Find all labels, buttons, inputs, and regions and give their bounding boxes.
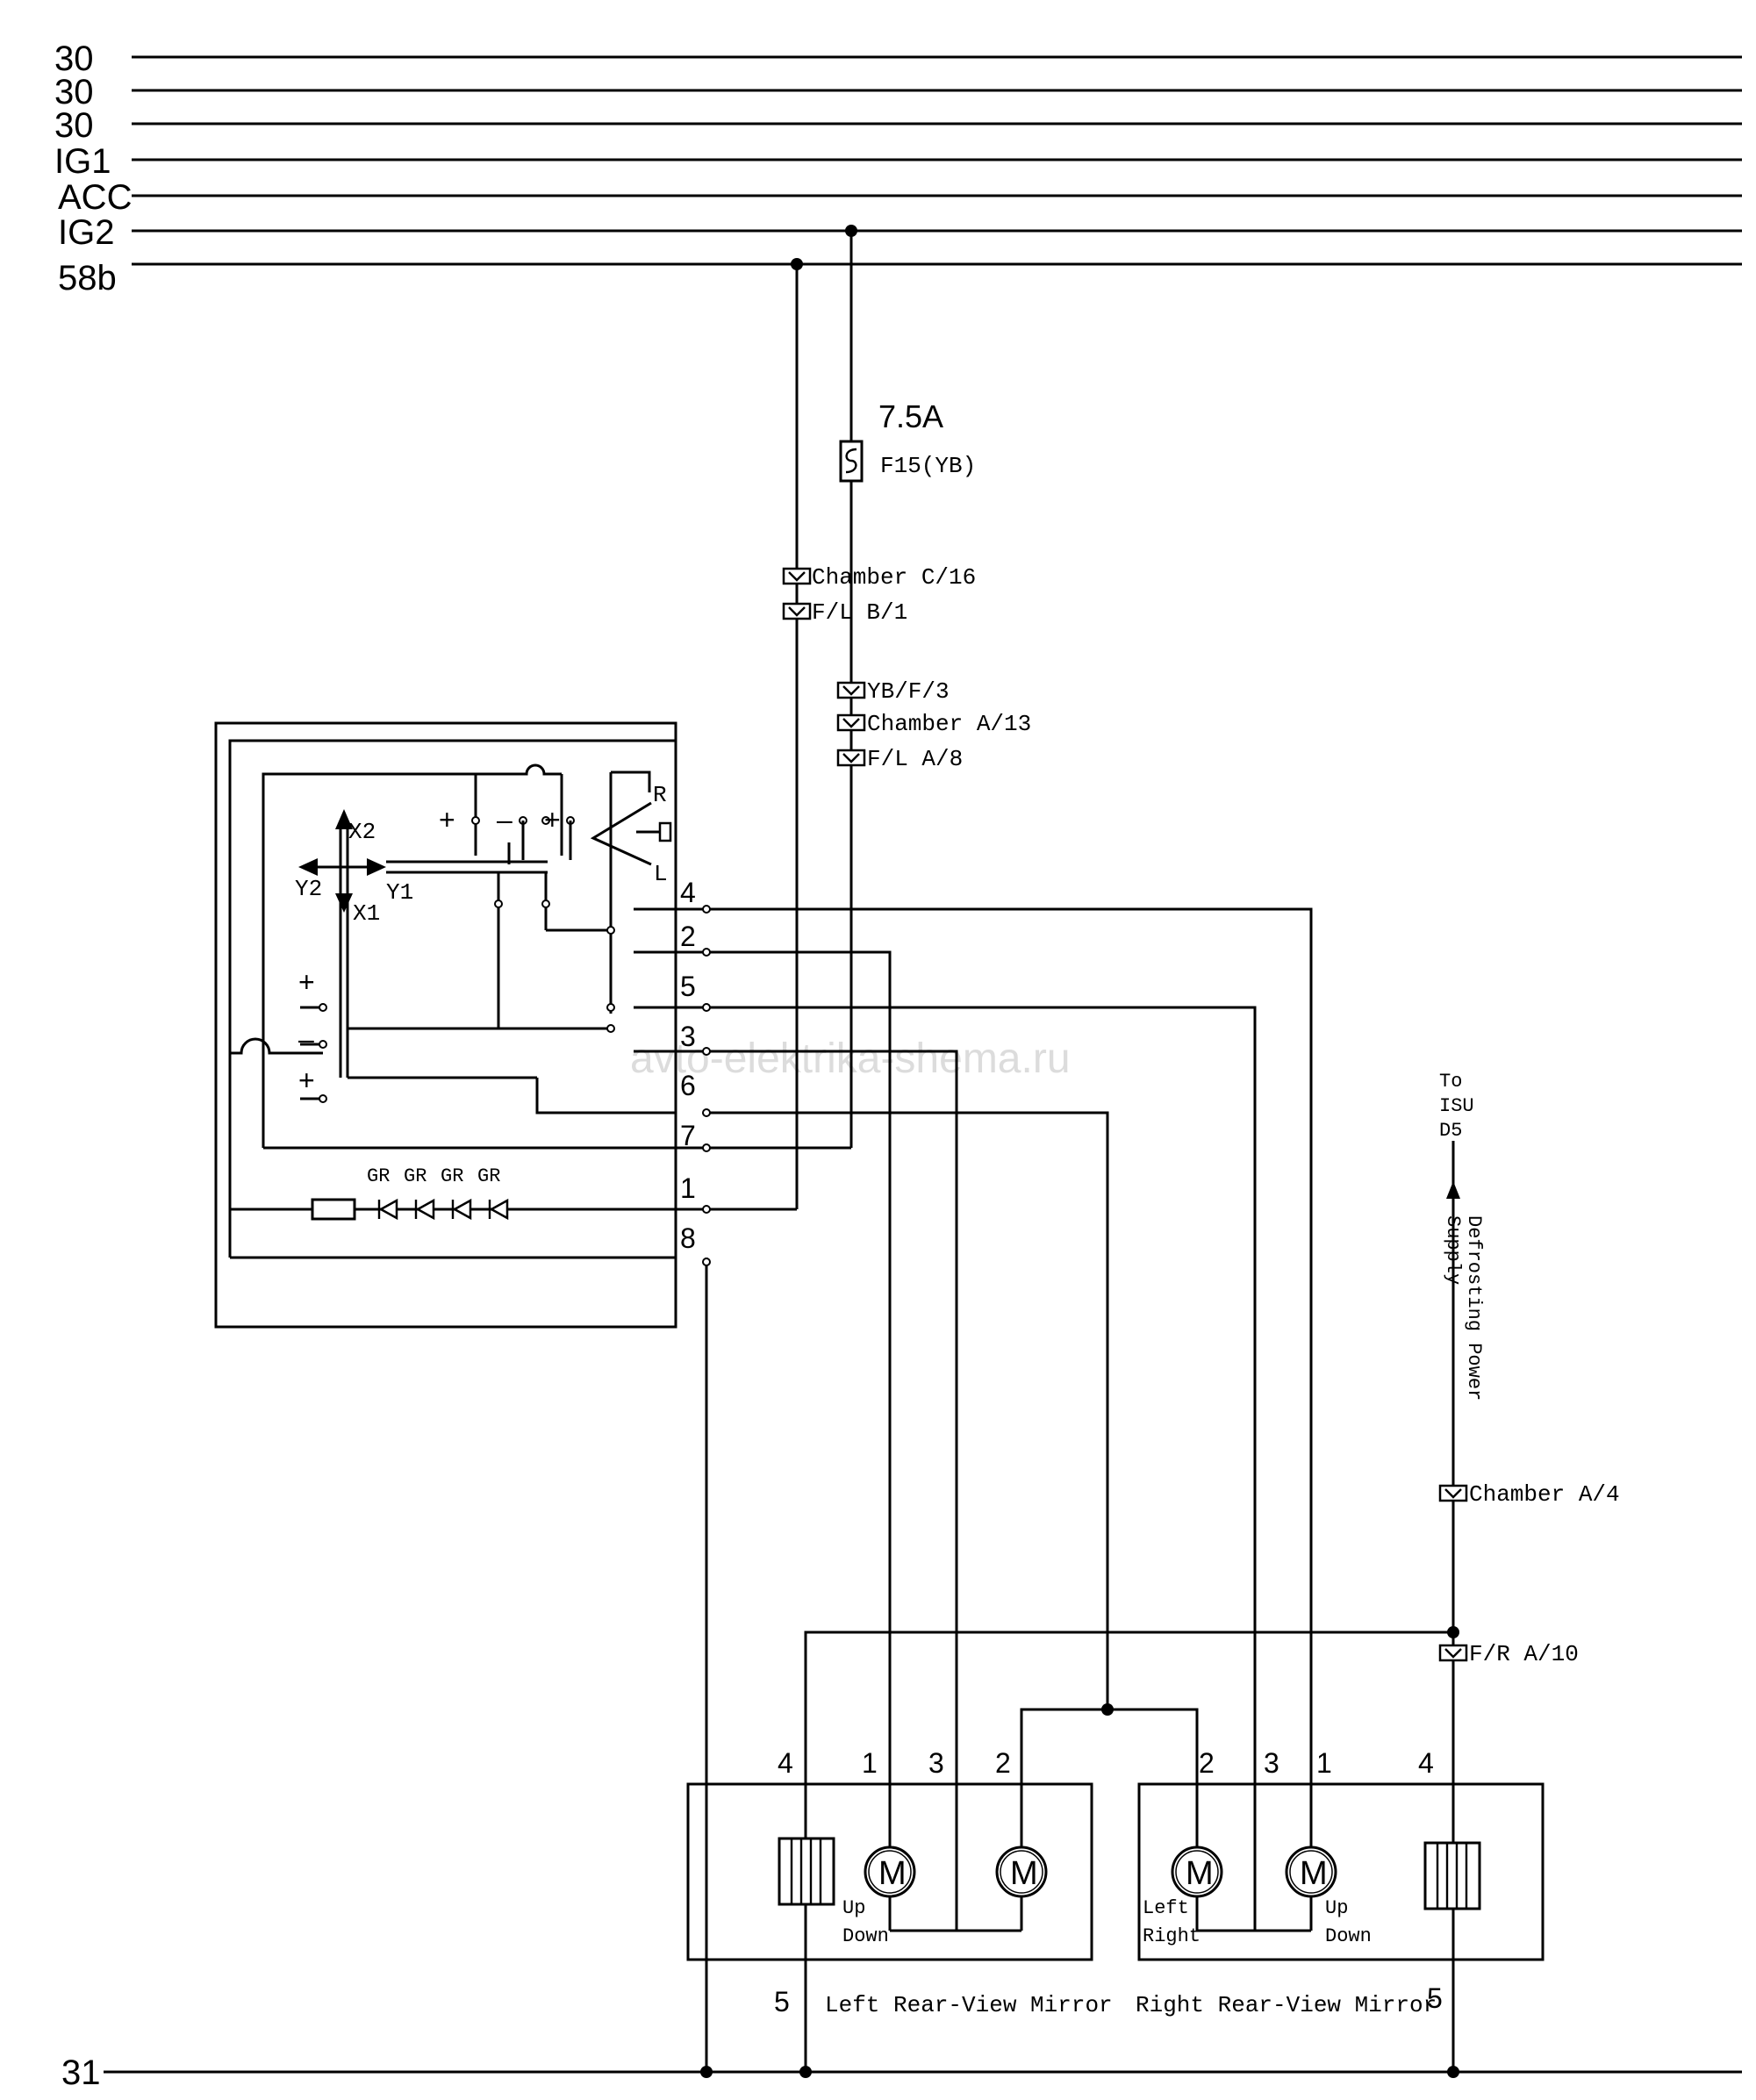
switch-pin-2: 2 xyxy=(680,921,696,952)
motor-icon: M xyxy=(1171,1834,1223,1931)
rail-label-ig2: IG2 xyxy=(58,213,114,252)
motor-icon: M xyxy=(1285,1834,1337,1931)
switch-pin-3: 3 xyxy=(680,1021,696,1052)
axis-x1: X1 xyxy=(353,900,380,927)
feed-connectors: Chamber C/16 F/L B/1 YB/F/3 Chamber A/13… xyxy=(782,564,1031,772)
mirror-switch: + – + X2 X1 Y2 Y1 xyxy=(214,721,797,1329)
switch-plus-c: + xyxy=(298,966,315,998)
left-mirror-down: Down xyxy=(842,1925,889,1947)
rail-label-ig1: IG1 xyxy=(54,142,111,181)
right-mirror-pin-4: 4 xyxy=(1418,1747,1434,1779)
isu-labels: To ISU D5 Defrosting Power Supply Chambe… xyxy=(1438,1071,1620,1667)
switch-pin-1: 1 xyxy=(680,1172,696,1204)
switch-plus-d: + xyxy=(298,1064,315,1096)
motor-glyph: M xyxy=(1186,1855,1214,1892)
switch-minus: – xyxy=(497,804,512,835)
rail-label-30-a: 30 xyxy=(54,39,94,78)
motor-glyph: M xyxy=(1010,1855,1038,1892)
right-mirror-up: Up xyxy=(1325,1897,1348,1919)
pos-l: L xyxy=(654,861,668,887)
connector-label-fl-a8: F/L A/8 xyxy=(867,746,963,772)
connector-symbol xyxy=(836,681,866,699)
led-label-2: GR xyxy=(404,1165,426,1187)
right-mirror-title: Right Rear-View Mirror xyxy=(1136,1992,1437,2018)
axis-y2: Y2 xyxy=(295,876,322,902)
connector-symbol xyxy=(1438,1484,1468,1502)
right-mirror-pin-1: 1 xyxy=(1316,1747,1332,1779)
connector-label-fr-a10: F/R A/10 xyxy=(1469,1641,1579,1667)
connector-label-chamber-a13: Chamber A/13 xyxy=(867,711,1031,737)
motor-glyph: M xyxy=(878,1855,907,1892)
right-mirror-pin-2: 2 xyxy=(1199,1747,1215,1779)
switch-plus-b: + xyxy=(544,804,561,835)
defrost-label-2: Supply xyxy=(1442,1215,1464,1285)
connector-label-chamber-a4: Chamber A/4 xyxy=(1469,1481,1620,1508)
connector-symbol xyxy=(836,713,866,732)
joystick-icon: X2 X1 Y2 Y1 xyxy=(295,809,413,927)
isu-d5: D5 xyxy=(1439,1120,1462,1142)
left-mirror-up: Up xyxy=(842,1897,865,1919)
fuse-name: F15(YB) xyxy=(880,453,976,479)
connector-label-chamber-c16: Chamber C/16 xyxy=(812,564,976,591)
left-mirror-pin-1: 1 xyxy=(862,1747,878,1779)
rail-label-31: 31 xyxy=(61,2053,101,2092)
rail-label-acc: ACC xyxy=(58,178,132,217)
left-mirror-title: Left Rear-View Mirror xyxy=(825,1992,1113,2018)
led-icon xyxy=(488,1198,509,1221)
led-label-1: GR xyxy=(367,1165,390,1187)
rail-label-58b: 58b xyxy=(58,259,117,297)
rail-label-30-c: 30 xyxy=(54,106,94,145)
isu-isu: ISU xyxy=(1439,1095,1474,1117)
connector-label-yb-f3: YB/F/3 xyxy=(867,678,950,705)
switch-pin-8: 8 xyxy=(680,1222,696,1254)
switch-pin-5: 5 xyxy=(680,971,696,1002)
motor-glyph: M xyxy=(1300,1855,1328,1892)
connector-symbol xyxy=(782,602,812,620)
heater-element-icon xyxy=(778,1837,835,1906)
rail-label-30-b: 30 xyxy=(54,73,94,111)
led-icon xyxy=(451,1198,472,1221)
connector-symbol xyxy=(836,749,866,767)
axis-x2: X2 xyxy=(348,819,376,845)
led-label-3: GR xyxy=(441,1165,463,1187)
motor-icon: M xyxy=(864,1834,916,1931)
switch-plus-a: + xyxy=(439,804,455,835)
connector-label-fl-b1: F/L B/1 xyxy=(812,599,907,626)
left-mirror-pin-3: 3 xyxy=(928,1747,944,1779)
right-mirror-pin-5: 5 xyxy=(1427,1982,1443,2014)
fuse-f15: 7.5A F15(YB) xyxy=(839,398,976,483)
right-mirror-right: Right xyxy=(1143,1925,1201,1947)
power-rails: 30 30 30 IG1 ACC IG2 58b 31 xyxy=(54,39,1742,2092)
isu-to: To xyxy=(1439,1071,1462,1093)
left-mirror-pin-2: 2 xyxy=(995,1747,1011,1779)
rl-selector: R L xyxy=(590,770,672,1014)
led-string: GR GR GR GR xyxy=(230,1165,797,1221)
left-mirror: M M 4 1 3 2 5 Up Down Left Rear-View Mir… xyxy=(686,1747,1113,2018)
switch-minus-b: – xyxy=(298,1023,314,1055)
led-label-4: GR xyxy=(477,1165,500,1187)
switch-pin-6: 6 xyxy=(680,1070,696,1101)
switch-pin-7: 7 xyxy=(680,1120,696,1151)
fuse-rating: 7.5A xyxy=(878,398,943,434)
left-mirror-pin-4: 4 xyxy=(778,1747,793,1779)
left-mirror-pin-5: 5 xyxy=(774,1986,790,2018)
switch-output-wires xyxy=(263,905,1460,2078)
led-icon xyxy=(414,1198,435,1221)
connector-symbol xyxy=(1438,1644,1468,1662)
led-icon xyxy=(377,1198,398,1221)
right-mirror-left: Left xyxy=(1143,1897,1189,1919)
right-mirror: M M 2 3 1 4 5 Left Right Up Down Right R… xyxy=(1136,1747,1545,2018)
right-mirror-pin-3: 3 xyxy=(1264,1747,1279,1779)
right-mirror-down: Down xyxy=(1325,1925,1372,1947)
pos-r: R xyxy=(653,782,667,808)
heater-element-icon xyxy=(1423,1841,1481,1910)
defrost-label-1: Defrosting Power xyxy=(1463,1215,1485,1401)
switch-pin-4: 4 xyxy=(680,877,696,908)
connector-symbol xyxy=(782,567,812,585)
axis-y1: Y1 xyxy=(386,879,413,906)
motor-icon: M xyxy=(995,1834,1048,1931)
